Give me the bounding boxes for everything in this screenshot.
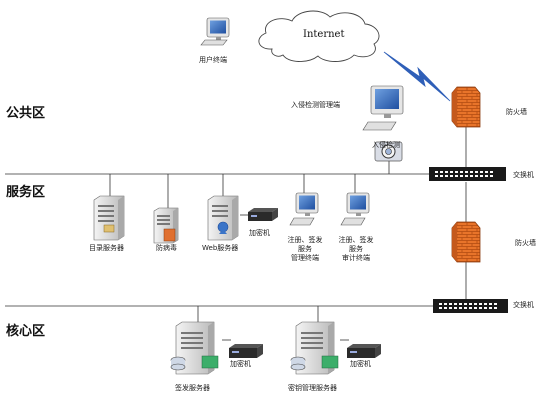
key-server-label: 密钥管理服务器 (288, 384, 337, 392)
switch-top-label: 交换机 (513, 171, 534, 179)
encryptor-service-icon (248, 208, 278, 221)
ids-management-terminal-icon (362, 85, 404, 131)
directory-server-label: 目录服务器 (89, 244, 124, 252)
key-management-server-icon (290, 321, 339, 375)
ids-sensor-icon (374, 141, 403, 162)
firewall-top-icon (451, 86, 481, 128)
internet-cloud-icon (258, 10, 380, 62)
internet-label: Internet (303, 29, 345, 40)
registration-management-terminal-icon (289, 192, 319, 226)
registration-management-label-3: 管理终端 (291, 254, 319, 262)
directory-server-icon (93, 195, 125, 241)
lightning-link-icon (383, 51, 451, 102)
ids-label: 入侵检测 (372, 141, 400, 149)
switch-bottom-icon (433, 299, 508, 313)
antivirus-label: 防病毒 (156, 244, 177, 252)
zone-core-label: 核心区 (6, 324, 46, 339)
encryptor-core1-label: 加密机 (230, 360, 251, 368)
encryptor-core1-icon (229, 344, 263, 358)
encryptor-core2-label: 加密机 (350, 360, 371, 368)
registration-management-label-1: 注册、签发 (287, 236, 323, 244)
ids-management-label: 入侵检测管理端 (291, 101, 340, 109)
user-terminal-label: 用户终端 (199, 56, 227, 64)
signing-server-label: 签发服务器 (175, 384, 210, 392)
zone-public-label: 公共区 (6, 106, 46, 121)
signing-server-icon (170, 321, 219, 375)
user-terminal-icon (200, 17, 230, 46)
registration-management-label-2: 服务 (298, 245, 312, 253)
zone-service-label: 服务区 (6, 185, 46, 200)
antivirus-server-icon (153, 207, 179, 244)
encryptor-core2-icon (347, 344, 381, 358)
firewall-mid-label: 防火墙 (515, 239, 536, 247)
web-server-label: Web服务器 (202, 244, 239, 252)
registration-audit-terminal-icon (340, 192, 370, 226)
registration-audit-label-1: 注册、签发 (338, 236, 374, 244)
registration-audit-label-3: 审计终端 (342, 254, 370, 262)
switch-top-icon (429, 167, 506, 181)
registration-audit-label-2: 服务 (349, 245, 363, 253)
firewall-mid-icon (451, 221, 481, 263)
encryptor-service-label: 加密机 (249, 229, 270, 237)
switch-bottom-label: 交换机 (513, 301, 534, 309)
firewall-top-label: 防火墙 (506, 108, 527, 116)
web-server-icon (207, 195, 239, 241)
